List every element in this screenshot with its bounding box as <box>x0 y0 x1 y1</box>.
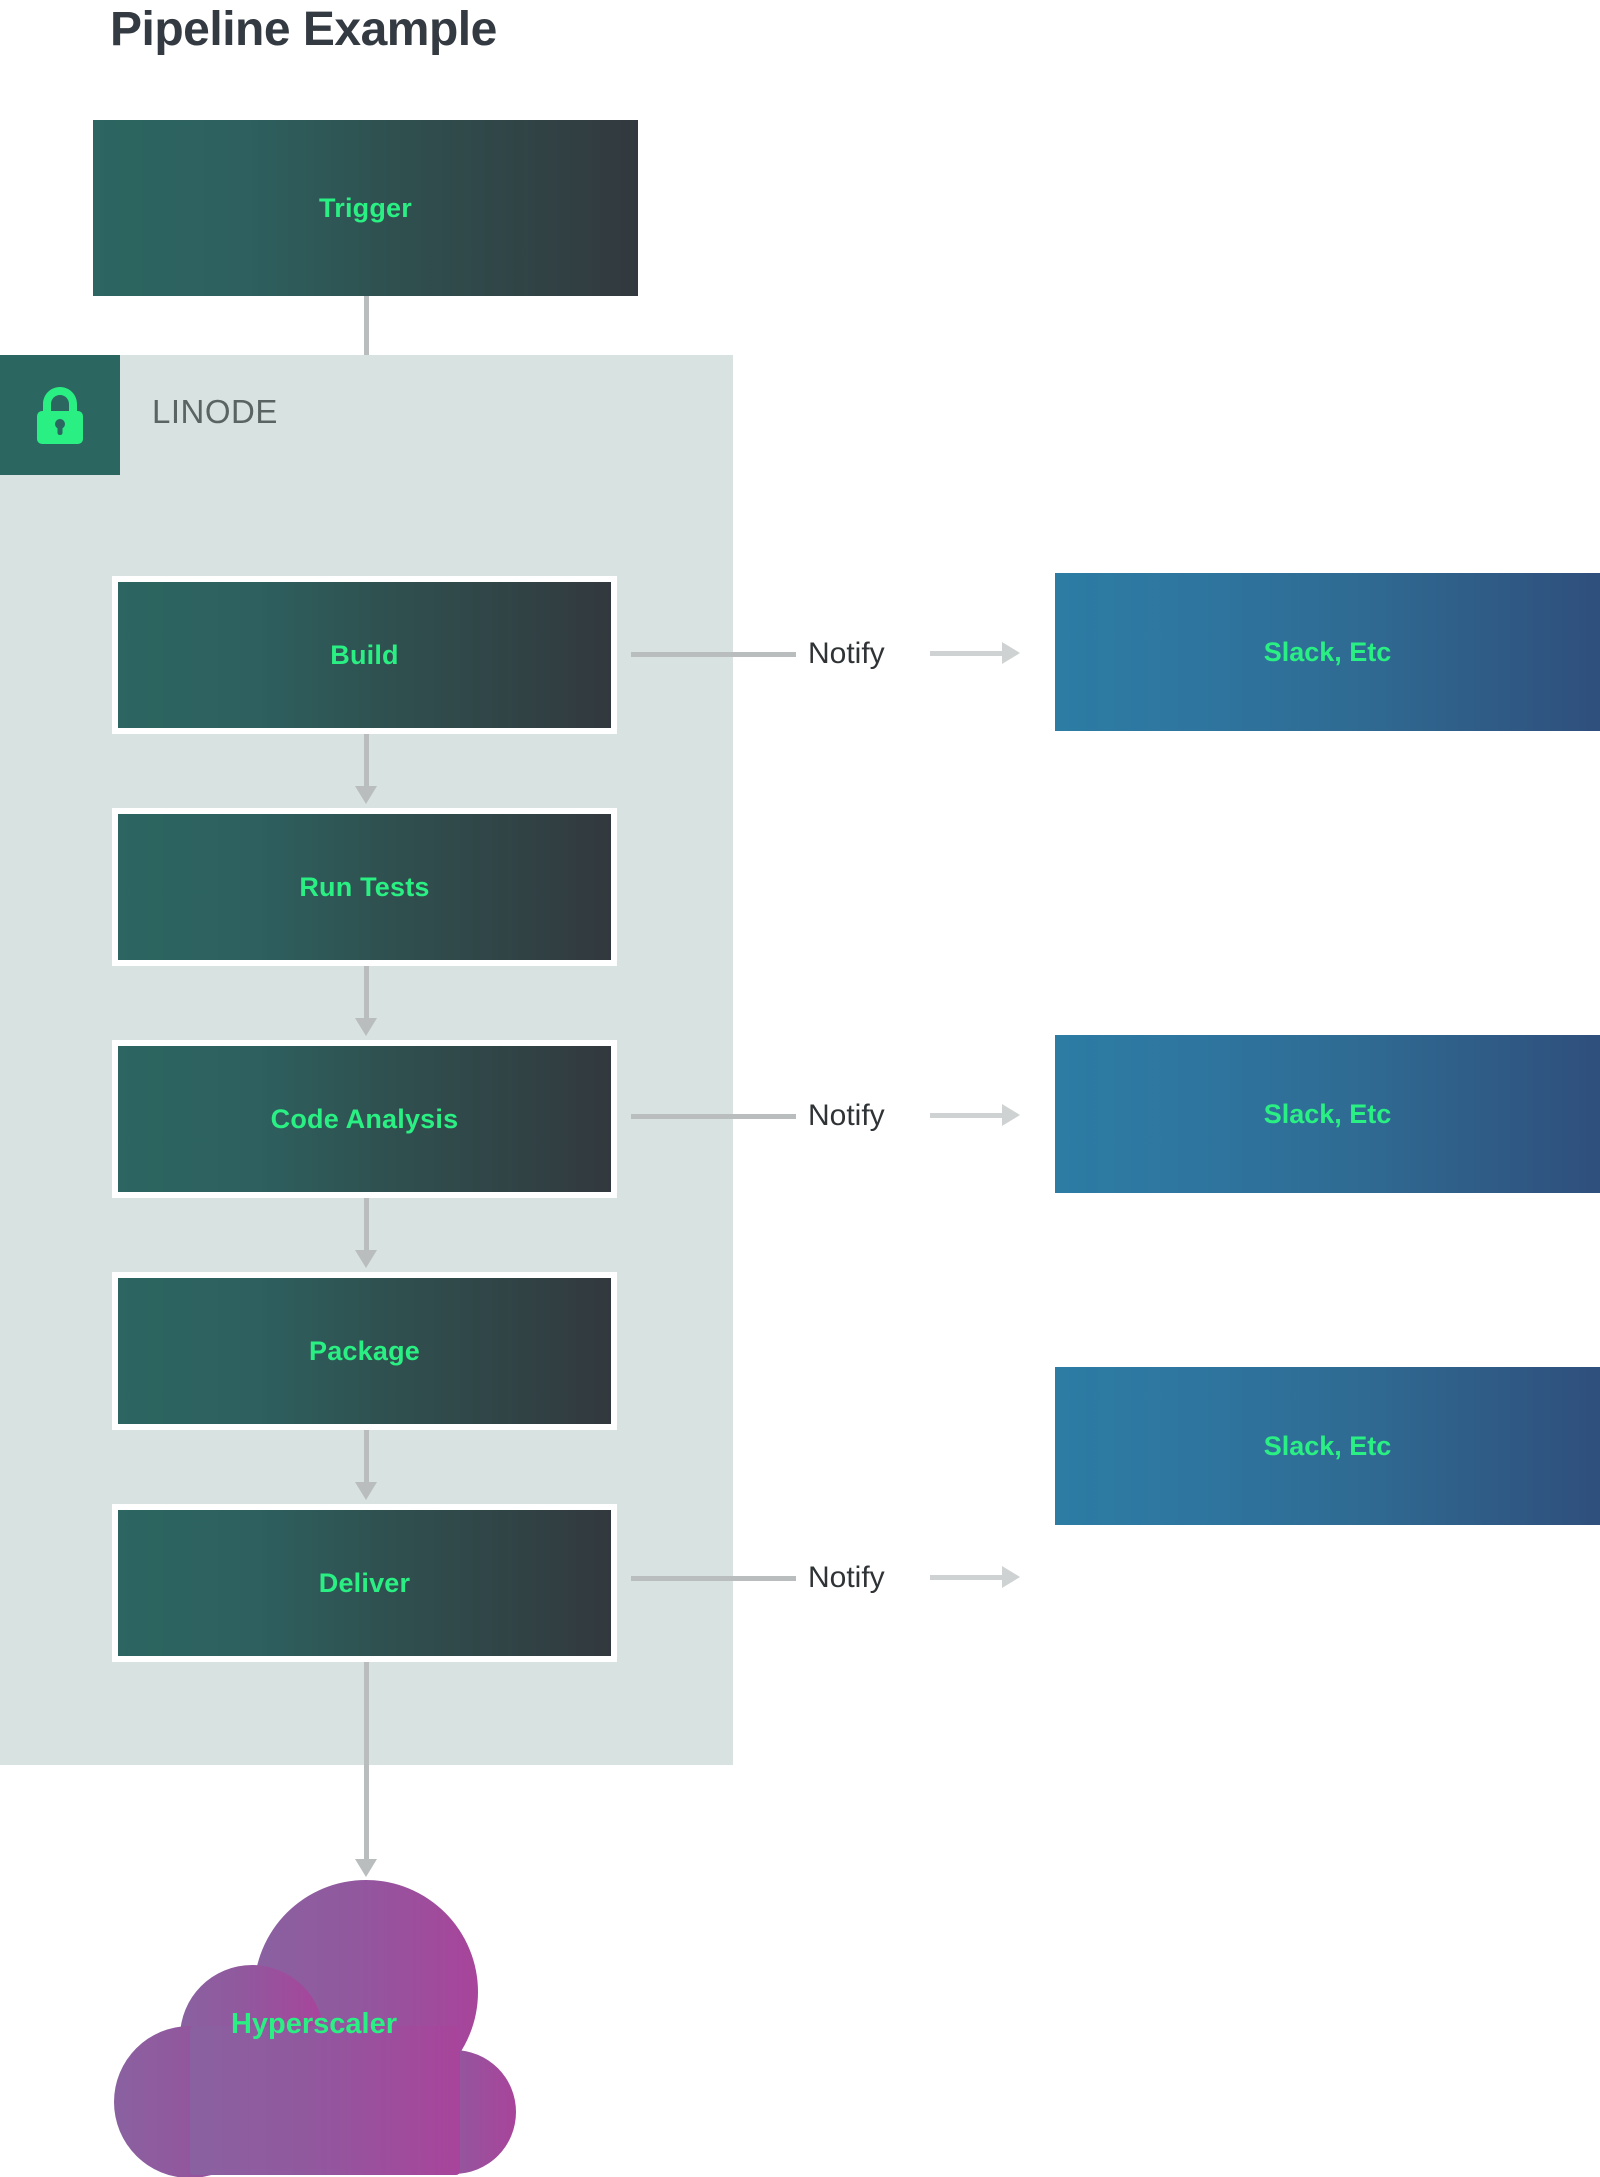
arrow-code-analysis-to-package <box>355 1198 377 1268</box>
node-run-tests[interactable]: Run Tests <box>112 808 617 966</box>
notify-arrow-build <box>930 642 1020 664</box>
notify-arrow-code-analysis <box>930 1104 1020 1126</box>
arrow-head <box>355 1859 377 1877</box>
node-slack-build[interactable]: Slack, Etc <box>1055 573 1600 731</box>
cloud-shape <box>114 1880 516 2177</box>
node-deliver-label: Deliver <box>318 1567 411 1598</box>
arrow-head <box>1002 1104 1020 1126</box>
notify-line-build <box>631 652 796 657</box>
node-hyperscaler[interactable]: Hyperscaler <box>104 1874 524 2177</box>
arrow-shaft <box>363 1662 369 1859</box>
arrow-shaft <box>363 1198 369 1250</box>
arrow-package-to-deliver <box>355 1430 377 1500</box>
arrow-build-to-run-tests <box>355 734 377 804</box>
node-package-label: Package <box>309 1335 420 1366</box>
page-title: Pipeline Example <box>110 3 497 56</box>
arrow-head <box>355 1018 377 1036</box>
notify-label-deliver: Notify <box>808 1561 885 1594</box>
arrow-head <box>355 1482 377 1500</box>
node-slack-deliver-label: Slack, Etc <box>1263 1430 1392 1461</box>
node-package[interactable]: Package <box>112 1272 617 1430</box>
arrow-head <box>1002 1566 1020 1588</box>
arrow-head <box>1002 642 1020 664</box>
arrow-deliver-to-hyperscaler <box>355 1662 377 1877</box>
node-deliver[interactable]: Deliver <box>112 1504 617 1662</box>
notify-line-code-analysis <box>631 1114 796 1119</box>
node-slack-deliver[interactable]: Slack, Etc <box>1055 1367 1600 1525</box>
node-build[interactable]: Build <box>112 576 617 734</box>
node-trigger-label: Trigger <box>319 192 412 223</box>
node-code-analysis-label: Code Analysis <box>270 1103 459 1134</box>
lock-icon <box>31 383 89 447</box>
group-badge-linode <box>0 355 120 475</box>
arrow-head <box>355 1250 377 1268</box>
node-hyperscaler-label: Hyperscaler <box>230 2008 398 2040</box>
arrow-shaft <box>930 1112 1006 1118</box>
node-slack-code-analysis-label: Slack, Etc <box>1263 1098 1392 1129</box>
arrow-run-tests-to-code-analysis <box>355 966 377 1036</box>
notify-arrow-deliver <box>930 1566 1020 1588</box>
arrow-shaft <box>930 1574 1006 1580</box>
arrow-shaft <box>363 1430 369 1482</box>
arrow-head <box>355 786 377 804</box>
notify-label-build: Notify <box>808 637 885 670</box>
notify-label-code-analysis: Notify <box>808 1099 885 1132</box>
node-slack-build-label: Slack, Etc <box>1263 636 1392 667</box>
node-trigger[interactable]: Trigger <box>93 120 638 296</box>
node-build-label: Build <box>330 639 399 670</box>
notify-line-deliver <box>631 1576 796 1581</box>
node-code-analysis[interactable]: Code Analysis <box>112 1040 617 1198</box>
node-run-tests-label: Run Tests <box>299 871 430 902</box>
node-slack-code-analysis[interactable]: Slack, Etc <box>1055 1035 1600 1193</box>
arrow-shaft <box>930 650 1006 656</box>
group-label-linode: LINODE <box>152 393 278 430</box>
arrow-shaft <box>363 734 369 786</box>
arrow-shaft <box>363 966 369 1018</box>
